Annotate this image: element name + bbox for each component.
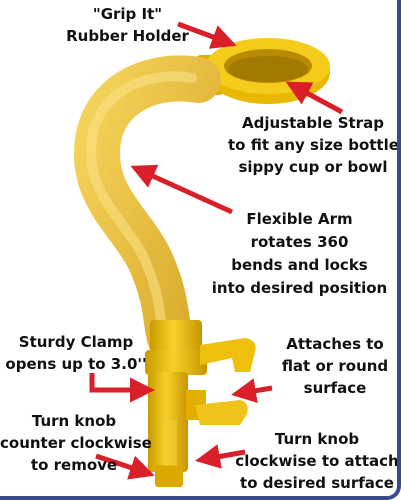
- label-arm-line4: into desired position: [211, 279, 388, 297]
- label-grip-line1: "Grip It": [92, 5, 163, 23]
- label-attach-line1: Attaches to: [286, 335, 384, 353]
- label-ccw-line1: Turn knob: [31, 412, 117, 430]
- label-cw-line3: to desired surface: [240, 474, 394, 492]
- label-arm-line2: rotates 360: [250, 233, 349, 251]
- label-clamp-line1: Sturdy Clamp: [18, 333, 134, 351]
- arrow-strap: [285, 81, 344, 115]
- label-arm-line1: Flexible Arm: [246, 210, 353, 228]
- arrow-arm: [130, 164, 234, 215]
- label-attach-line2: flat or round: [281, 357, 389, 375]
- clamp-body: [145, 320, 256, 487]
- label-turn-knob-remove: Turn knob counter clockwise to remove: [0, 410, 152, 476]
- label-attaches-surface: Attaches to flat or round surface: [270, 333, 397, 399]
- label-grip-line2: Rubber Holder: [66, 27, 189, 45]
- label-strap-line1: Adjustable Strap: [242, 114, 384, 132]
- label-cw-line2: clockwise to attach: [235, 452, 399, 470]
- arrow-clamp: [89, 373, 155, 403]
- label-turn-knob-attach: Turn knob clockwise to attach to desired…: [234, 428, 399, 494]
- label-strap-line2: to fit any size bottle: [228, 136, 399, 154]
- label-ccw-line3: to remove: [30, 456, 118, 474]
- arrow-attach: [231, 378, 273, 404]
- label-clamp-line2: opens up to 3.0'': [5, 355, 147, 373]
- label-ccw-line2: counter clockwise: [0, 434, 152, 452]
- label-adjustable-strap: Adjustable Strap to fit any size bottle …: [228, 112, 399, 178]
- arrow-cw: [195, 444, 246, 469]
- label-sturdy-clamp: Sturdy Clamp opens up to 3.0'': [1, 331, 151, 375]
- arrow-grip: [177, 21, 237, 49]
- label-cw-line1: Turn knob: [274, 430, 360, 448]
- label-grip-holder: "Grip It" Rubber Holder: [60, 3, 195, 47]
- label-flexible-arm: Flexible Arm rotates 360 bends and locks…: [207, 208, 392, 300]
- label-strap-line3: sippy cup or bowl: [238, 158, 388, 176]
- arrow-ccw: [95, 453, 155, 480]
- label-arm-line3: bends and locks: [231, 256, 368, 274]
- annotation-arrows: [89, 21, 344, 480]
- label-attach-line3: surface: [303, 379, 367, 397]
